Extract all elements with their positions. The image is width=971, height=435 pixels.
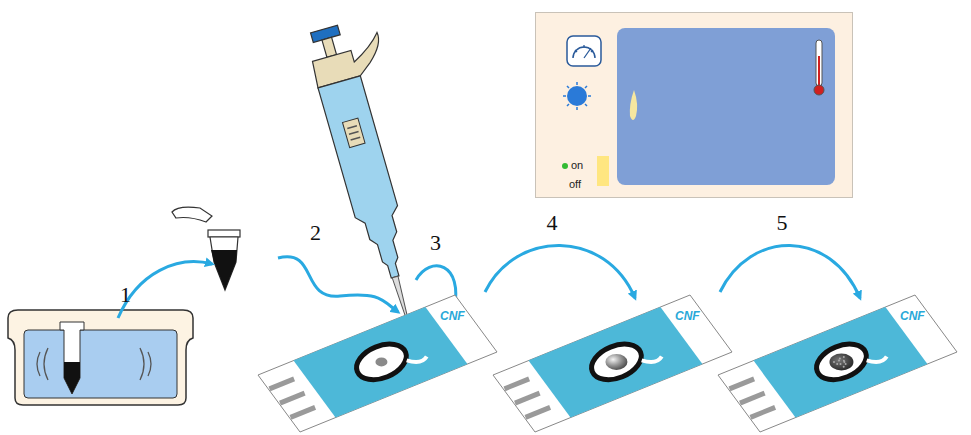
test-strip: CNF xyxy=(710,290,960,435)
ultrasonic-bath xyxy=(8,310,193,405)
step-number: 1 xyxy=(120,284,131,306)
step-number: 4 xyxy=(547,212,558,234)
step-number: 2 xyxy=(310,222,321,244)
strip-brand: CNF xyxy=(675,310,700,323)
switch-label: on xyxy=(571,159,583,171)
step-arrow xyxy=(485,245,635,298)
sample-tube xyxy=(172,207,240,290)
step-number: 5 xyxy=(777,212,788,234)
test-strip: CNF xyxy=(485,290,735,435)
pipette xyxy=(303,15,456,328)
step-arrow xyxy=(278,257,398,312)
step-number: 3 xyxy=(430,232,441,254)
switch-label: off xyxy=(569,178,581,190)
step-arrow xyxy=(118,262,212,318)
step-arrow xyxy=(720,245,860,298)
test-strip: CNF xyxy=(250,290,500,435)
strip-brand: CNF xyxy=(900,310,925,323)
strip-brand: CNF xyxy=(440,310,465,323)
reader-device: on off xyxy=(535,12,853,198)
